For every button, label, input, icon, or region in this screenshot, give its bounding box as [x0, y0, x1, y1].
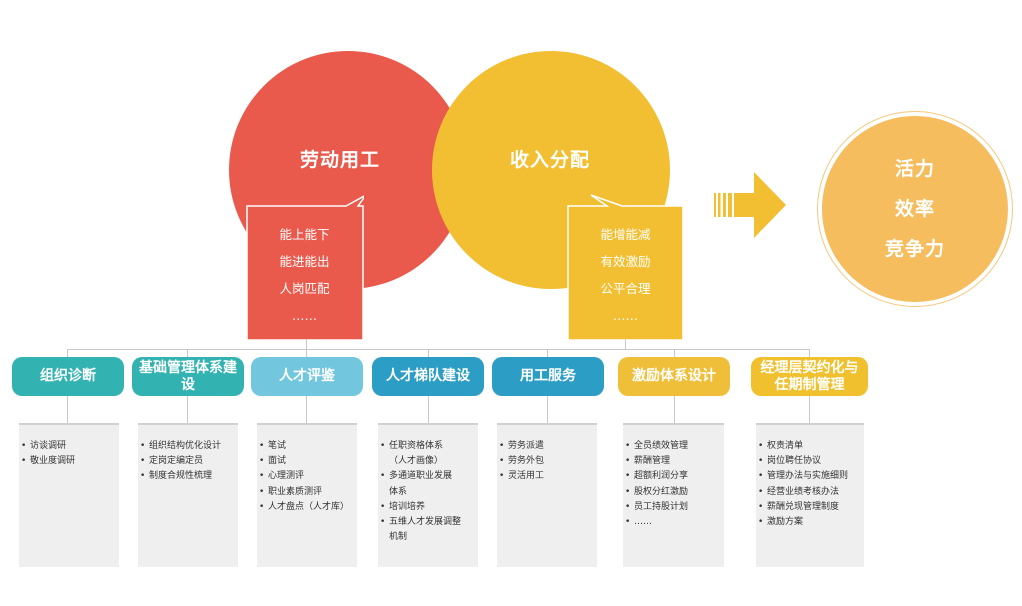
income-title: 收入分配 [510, 149, 591, 171]
connector [67, 349, 68, 358]
connector [187, 396, 188, 423]
category-talent-pipeline[interactable]: 人才梯队建设 [372, 357, 484, 396]
connector-horizontal [67, 349, 810, 350]
category-basic-management[interactable]: 基础管理体系建设 [132, 357, 244, 396]
list-item: 岗位聘任协议 [756, 454, 864, 469]
list-item: 全员绩效管理 [623, 439, 724, 454]
arrow-icon [714, 172, 786, 238]
labor-callout-line: 人岗匹配 [279, 281, 330, 296]
income-callout: 能增能减 有效激励 公平合理 …… [569, 209, 682, 329]
connector [428, 396, 429, 423]
list-item: 多通道职业发展 [378, 469, 478, 484]
panel-talent-pipeline: 任职资格体系 （人才画像） 多通道职业发展 体系 培训培养 五维人才发展调整 机… [378, 423, 478, 567]
income-callout-shape [567, 194, 684, 341]
list-item: 灵活用工 [497, 469, 597, 484]
list-item: 组织结构优化设计 [138, 439, 238, 454]
list-item: 超额利润分享 [623, 469, 724, 484]
list-item: 权责清单 [756, 439, 864, 454]
connector [674, 349, 675, 358]
list-item: 任职资格体系 [378, 439, 478, 454]
connector [625, 339, 626, 350]
list-item: 劳务外包 [497, 454, 597, 469]
list-item: 人才盘点（人才库） [257, 500, 357, 515]
list-item: 访谈调研 [19, 439, 119, 454]
labor-callout-line: …… [292, 308, 317, 323]
list-item: 员工持股计划 [623, 500, 724, 515]
connector [306, 396, 307, 423]
labor-callout-line: 能上能下 [279, 227, 330, 242]
panel-basic-management: 组织结构优化设计 定岗定编定员 制度合规性梳理 [138, 423, 238, 567]
outcome-circle [822, 116, 1008, 302]
connector [428, 349, 429, 358]
list-item: …… [623, 515, 724, 530]
outcome-text: 活力 效率 竞争力 [822, 149, 1008, 269]
connector [809, 396, 810, 423]
panel-org-diagnosis: 访谈调研 敬业度调研 [19, 423, 119, 567]
list-item: 管理办法与实施细则 [756, 469, 864, 484]
list-item: 劳务派遣 [497, 439, 597, 454]
outcome-vitality: 活力 [894, 158, 935, 180]
labor-title: 劳动用工 [300, 149, 381, 171]
labor-callout-line: 能进能出 [279, 254, 330, 269]
panel-talent-assessment: 笔试 面试 心理测评 职业素质测评 人才盘点（人才库） [257, 423, 357, 567]
list-item: 激励方案 [756, 515, 864, 530]
list-item: 经营业绩考核办法 [756, 485, 864, 500]
list-item: 制度合规性梳理 [138, 469, 238, 484]
list-item: 面试 [257, 454, 357, 469]
income-callout-line: …… [613, 308, 638, 323]
list-item: 职业素质测评 [257, 485, 357, 500]
list-item: 心理测评 [257, 469, 357, 484]
list-item: 培训培养 [378, 500, 478, 515]
category-incentive-design[interactable]: 激励体系设计 [618, 357, 730, 396]
panel-manager-contract: 权责清单 岗位聘任协议 管理办法与实施细则 经营业绩考核办法 薪酬兑现管理制度 … [756, 423, 864, 567]
category-employment-services[interactable]: 用工服务 [492, 357, 604, 396]
labor-callout: 能上能下 能进能出 人岗匹配 …… [248, 209, 361, 329]
connector [187, 349, 188, 358]
outcome-competitiveness: 竞争力 [884, 238, 945, 260]
list-item: 机制 [389, 532, 408, 543]
panel-incentive-design: 全员绩效管理 薪酬管理 超额利润分享 股权分红激励 员工持股计划 …… [623, 423, 724, 567]
income-callout-line: 能增能减 [600, 227, 651, 242]
connector [674, 396, 675, 423]
list-item: 定岗定编定员 [138, 454, 238, 469]
list-item: 五维人才发展调整 [378, 515, 478, 530]
connector [547, 396, 548, 423]
category-org-diagnosis[interactable]: 组织诊断 [12, 357, 124, 396]
list-item: 薪酬管理 [623, 454, 724, 469]
outcome-efficiency: 效率 [894, 198, 935, 220]
list-item: （人才画像） [389, 456, 444, 467]
list-item: 敬业度调研 [19, 454, 119, 469]
income-callout-line: 公平合理 [600, 281, 651, 296]
labor-callout-shape [246, 195, 364, 341]
category-manager-contract[interactable]: 经理层契约化与任期制管理 [751, 357, 868, 396]
list-item: 笔试 [257, 439, 357, 454]
connector [306, 339, 307, 358]
list-item: 股权分红激励 [623, 485, 724, 500]
category-talent-assessment[interactable]: 人才评鉴 [251, 357, 363, 396]
connector [809, 349, 810, 358]
list-item: 体系 [389, 486, 408, 497]
list-item: 薪酬兑现管理制度 [756, 500, 864, 515]
outcome-ring [817, 111, 1013, 307]
panel-employment-services: 劳务派遣 劳务外包 灵活用工 [497, 423, 597, 567]
connector [547, 349, 548, 358]
connector [67, 396, 68, 423]
income-callout-line: 有效激励 [600, 254, 651, 269]
